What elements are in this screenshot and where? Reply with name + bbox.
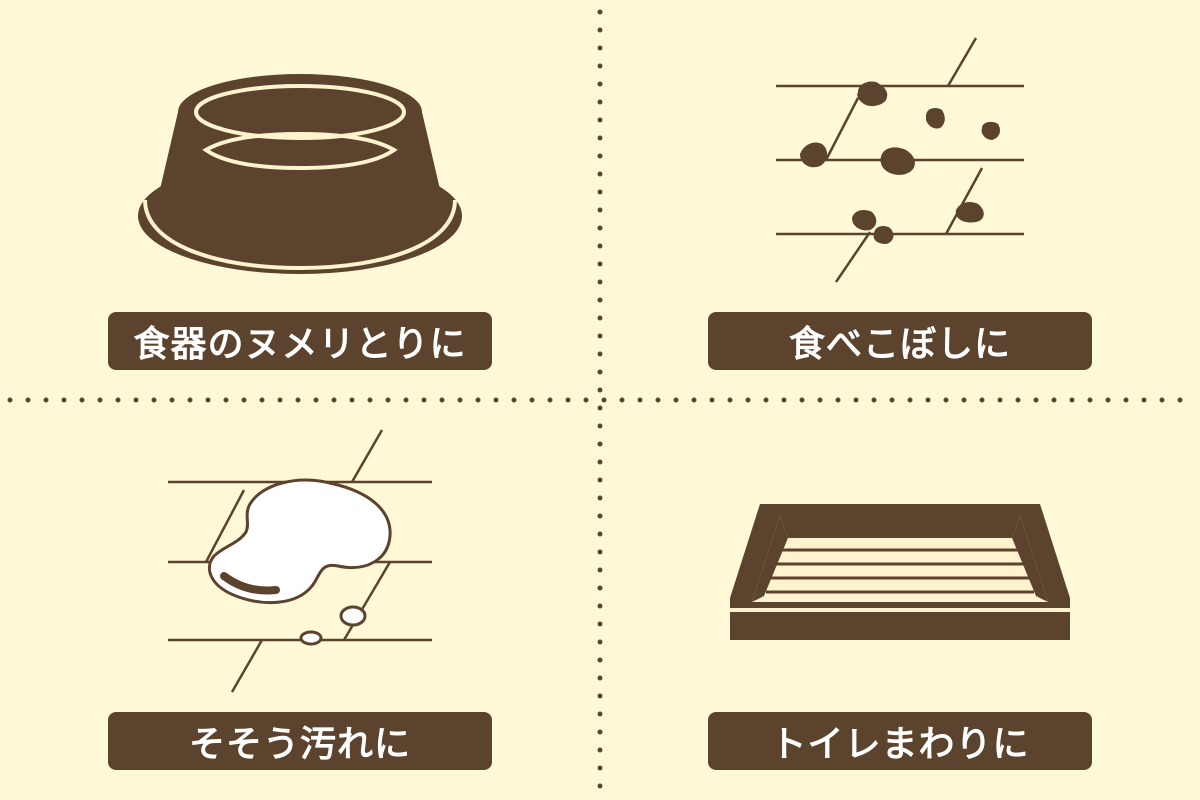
label-accident: そそう汚れに	[108, 712, 492, 770]
pet-toilet-tray-icon	[730, 504, 1070, 640]
panel-food-spill: 食べこぼしに	[600, 0, 1200, 400]
panel-toilet: トイレまわりに	[600, 400, 1200, 800]
food-crumbs-icon	[776, 37, 1024, 283]
label-food-spill: 食べこぼしに	[708, 312, 1092, 370]
label-toilet: トイレまわりに	[708, 712, 1092, 770]
panel-tableware: 食器のヌメリとりに	[0, 0, 600, 400]
puddle-stain-icon	[168, 429, 432, 693]
label-tableware: 食器のヌメリとりに	[108, 312, 492, 370]
pet-bowl-icon	[138, 74, 462, 274]
panel-accident: そそう汚れに	[0, 400, 600, 800]
